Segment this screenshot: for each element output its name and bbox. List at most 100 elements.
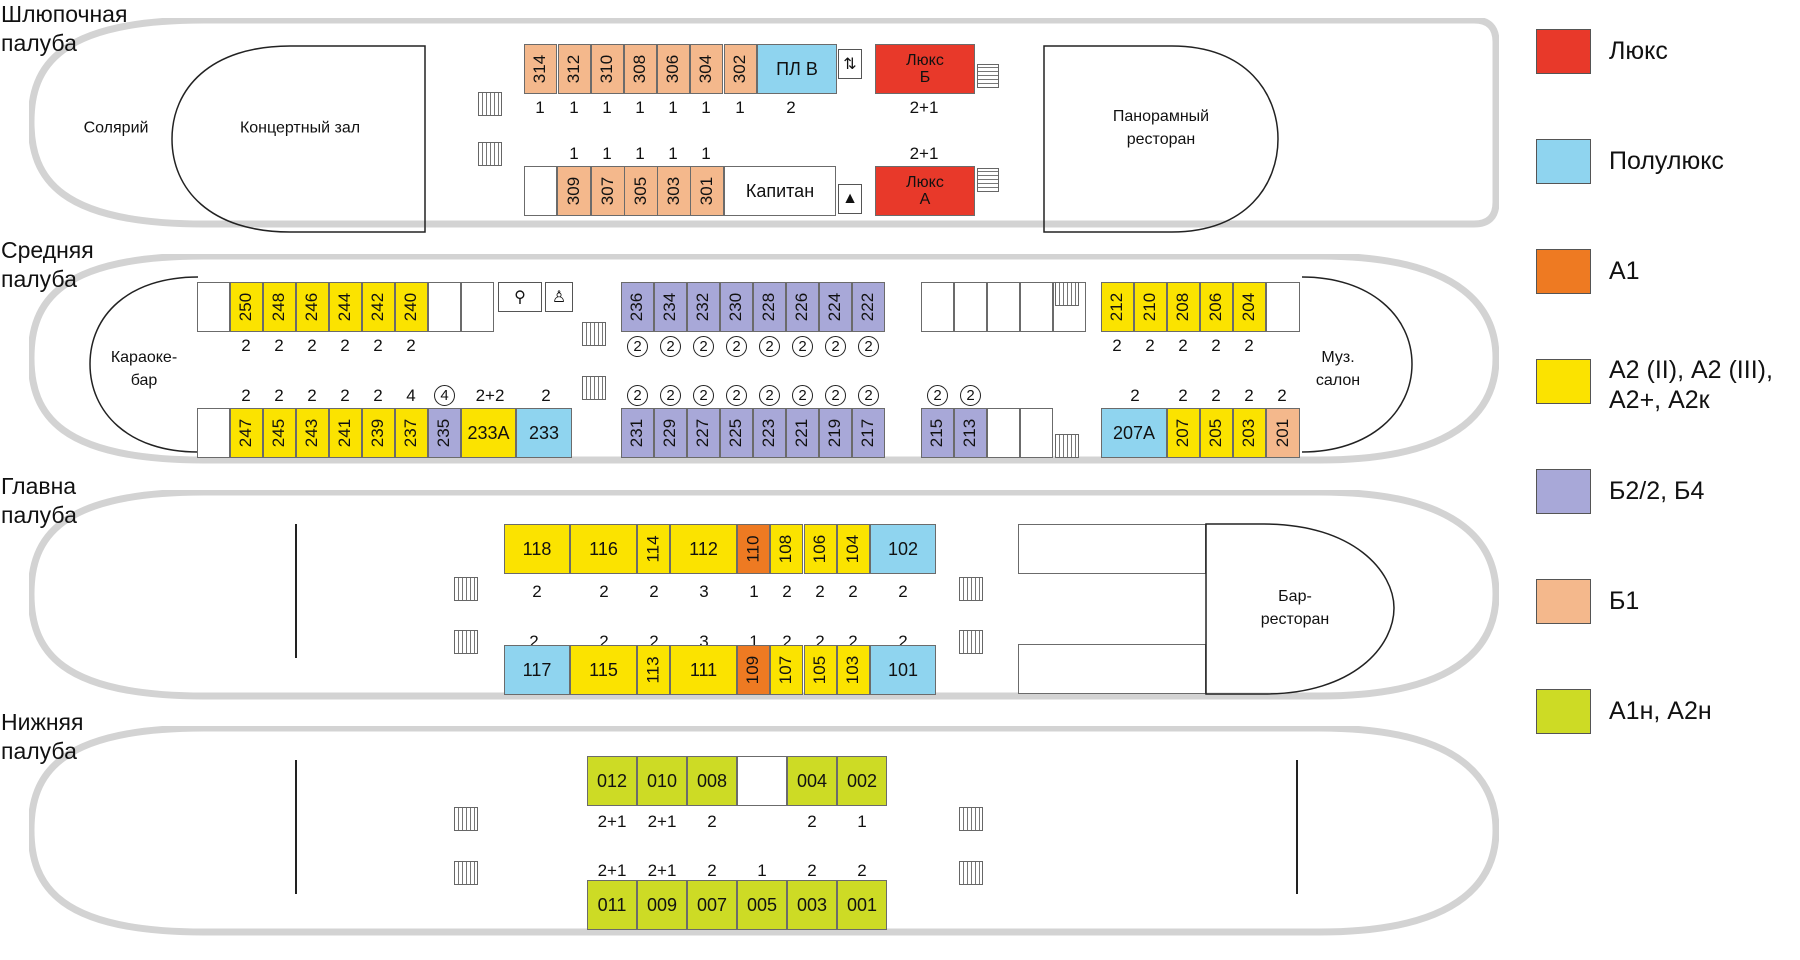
capacity-label: 2: [627, 385, 648, 406]
cabin-number: 301: [697, 176, 716, 206]
legend-swatch-lux: [1536, 29, 1591, 74]
cabin-250: 250: [230, 282, 263, 332]
cabin-number: 105: [810, 655, 830, 685]
cabin-109: 109: [737, 645, 770, 695]
cabin-number: 243: [302, 418, 322, 448]
cabin-230: 230: [720, 282, 753, 332]
cabin-number: 237: [401, 418, 421, 448]
cabin-number: 115: [589, 659, 618, 680]
room-label: Солярий: [83, 119, 149, 137]
cabin-number: 235: [434, 418, 454, 448]
cabin-233: 233: [516, 408, 572, 458]
capacity-label: 1: [857, 812, 867, 831]
cabin-number: 232: [693, 292, 713, 322]
cabin-225: 225: [720, 408, 753, 458]
capacity-label: 2: [532, 582, 542, 601]
capacity-label: 2: [858, 336, 879, 357]
cabin-212: 212: [1101, 282, 1134, 332]
cabin-303: 303: [657, 166, 691, 216]
cabin-312: 312: [558, 44, 591, 94]
cabin-103: 103: [837, 645, 870, 695]
cabin-number: 223: [759, 418, 779, 448]
capacity-label: 2: [274, 336, 284, 355]
capacity-label: 2: [1244, 386, 1254, 405]
cabin-107: 107: [770, 645, 803, 695]
capacity-label: 3: [699, 582, 709, 601]
bar-restaurant-outline: [1205, 523, 1395, 695]
capacity-label: 4: [434, 385, 455, 406]
service-room: [524, 166, 557, 216]
legend-label: Б2/2, Б4: [1609, 477, 1705, 505]
capacity-label: 2: [848, 582, 858, 601]
cabin-number: 212: [1107, 292, 1127, 322]
cabin-number: 308: [630, 54, 650, 84]
capacity-label: 2+1: [909, 144, 939, 163]
cabin-number: 103: [843, 655, 863, 685]
cabin-number: 112: [689, 538, 718, 559]
capacity-label: 2: [707, 861, 717, 880]
room-label: Бар- ресторан: [1260, 588, 1330, 628]
cabin-number: 307: [598, 176, 617, 206]
cabin-308: 308: [624, 44, 657, 94]
cabin-207A: 207A: [1101, 408, 1167, 458]
deck-label: Средняя палуба: [1, 237, 94, 292]
capacity-label: 2: [693, 385, 714, 406]
cabin-229: 229: [654, 408, 687, 458]
capacity-label: 2: [898, 632, 908, 651]
cabin-number: 118: [522, 538, 552, 559]
capacity-label: 2: [1244, 336, 1254, 355]
capacity-label: 2: [1130, 386, 1140, 405]
cabin-111: 111: [670, 645, 737, 695]
wc-icon: ♙: [545, 282, 573, 312]
cabin-217: 217: [852, 408, 885, 458]
capacity-label: 2: [1178, 336, 1188, 355]
cabin-239: 239: [362, 408, 395, 458]
music-salon-outline: [1301, 276, 1413, 453]
capacity-label: 2: [782, 582, 792, 601]
capacity-label: 2: [660, 385, 681, 406]
cabin-233A: 233A: [461, 408, 516, 458]
cabin-241: 241: [329, 408, 362, 458]
hull-path: [29, 18, 1499, 228]
capacity-label: 2+1: [597, 861, 627, 880]
cabin-number: 305: [631, 176, 650, 206]
capacity-label: 2: [660, 336, 681, 357]
cabin-number: 001: [846, 894, 878, 915]
room-label: Караоке- бар: [110, 349, 178, 389]
cabin-231: 231: [621, 408, 654, 458]
cabin-005: 005: [737, 880, 787, 930]
cabin-number: 203: [1239, 418, 1259, 448]
bow-line: [295, 524, 297, 658]
cabin-247: 247: [230, 408, 263, 458]
cabin-number: 116: [589, 538, 618, 559]
cabin-210: 210: [1134, 282, 1167, 332]
legend-label: А1: [1609, 257, 1640, 285]
capacity-label: 1: [701, 144, 711, 163]
cabin-207: 207: [1167, 408, 1200, 458]
hull-path: [29, 254, 1499, 464]
capacity-label: 2: [1178, 386, 1188, 405]
cabin-number: 304: [696, 54, 716, 84]
legend-swatch-a1n: [1536, 689, 1591, 734]
cabin-number: 310: [597, 54, 617, 84]
cabin-number: 236: [627, 292, 647, 322]
stairs-icon: [454, 577, 478, 601]
cabin-306: 306: [657, 44, 690, 94]
service-room: [954, 282, 987, 332]
cabin-number: 302: [730, 54, 750, 84]
cabin-114: 114: [637, 524, 670, 574]
stairs-icon: [478, 92, 502, 116]
cabin-221: 221: [786, 408, 819, 458]
cabin-number: 226: [792, 292, 812, 322]
person-icon: ▲: [838, 184, 862, 214]
cabin-number: 239: [368, 418, 388, 448]
cabin-309: 309: [557, 166, 591, 216]
cabin-228: 228: [753, 282, 786, 332]
cabin-115: 115: [570, 645, 637, 695]
deck-label: Главна палуба: [1, 473, 77, 528]
cabin-number: 205: [1206, 418, 1226, 448]
capacity-label: 2+2: [475, 386, 505, 405]
capacity-label: 2: [649, 632, 659, 651]
hull-outline: [29, 254, 1499, 464]
